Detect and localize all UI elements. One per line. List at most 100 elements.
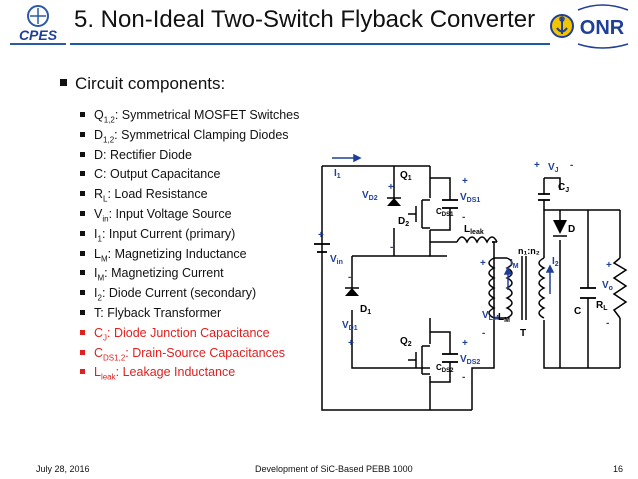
component-description: : Magnetizing Inductance	[107, 246, 247, 261]
component-description: : Drain-Source Capacitances	[125, 345, 286, 360]
component-symbol: C	[94, 345, 104, 360]
label-vd1-minus: -	[348, 272, 351, 283]
component-symbol: L	[94, 365, 101, 380]
component-item: Q1,2: Symmetrical MOSFET Switches	[80, 106, 299, 126]
label-lleak: Lleak	[464, 224, 484, 236]
label-vj-plus: +	[534, 160, 540, 171]
bullet-square-icon	[80, 270, 85, 276]
component-symbol: T	[94, 305, 101, 320]
component-description: : Flyback Transformer	[100, 305, 222, 320]
component-subscript: 1	[97, 234, 102, 244]
component-subscript: DS1,2	[103, 353, 126, 363]
component-item: Vin: Input Voltage Source	[80, 205, 299, 225]
section-heading-text: Circuit components:	[75, 74, 226, 93]
label-vj-minus: -	[570, 160, 573, 171]
label-d: D	[568, 224, 575, 235]
component-subscript: 1,2	[103, 115, 115, 125]
title-divider	[70, 43, 550, 45]
bullet-square-icon	[80, 131, 85, 137]
component-subscript: 2	[97, 293, 102, 303]
component-symbol: V	[94, 206, 103, 221]
label-t: T	[520, 328, 526, 339]
bullet-square-icon	[80, 210, 85, 216]
bullet-square-icon	[80, 349, 85, 355]
label-cds2: CDS2	[436, 363, 454, 374]
label-vo-plus: +	[606, 260, 612, 271]
vin-source	[314, 243, 330, 253]
component-symbol: C	[94, 167, 104, 182]
cds2-capacitor	[442, 353, 458, 363]
label-d1: D1	[360, 304, 371, 316]
label-vlm: VLM	[482, 310, 499, 322]
component-item: RL: Load Resistance	[80, 185, 299, 205]
output-capacitor	[580, 287, 596, 299]
bullet-square-icon	[80, 230, 85, 236]
label-d2: D2	[398, 216, 409, 228]
component-description: : Symmetrical MOSFET Switches	[114, 108, 300, 122]
bullet-square-icon	[80, 191, 85, 197]
label-c: C	[574, 306, 581, 317]
component-item: LM: Magnetizing Inductance	[80, 245, 299, 265]
label-i1: I1	[334, 168, 341, 180]
component-subscript: J	[103, 333, 108, 343]
component-symbol: C	[94, 325, 104, 340]
component-description: : Input Voltage Source	[108, 206, 232, 221]
component-symbol: D	[94, 147, 104, 162]
component-item: D: Rectifier Diode	[80, 146, 299, 166]
label-vlm-plus: +	[480, 258, 486, 269]
load-resistor	[612, 257, 628, 319]
component-item: Lleak: Leakage Inductance	[80, 363, 299, 383]
bullet-square-icon	[80, 171, 85, 177]
bullet-square-icon	[80, 309, 85, 315]
label-im: IM	[510, 258, 519, 270]
bullet-square-icon	[80, 369, 85, 375]
label-ratio: n₁:n₂	[518, 246, 540, 256]
component-subscript: M	[97, 273, 105, 283]
bullet-square-icon	[80, 250, 85, 256]
component-description: : Diode Junction Capacitance	[107, 325, 270, 340]
component-description: : Symmetrical Clamping Diodes	[114, 127, 289, 142]
component-symbol: I	[94, 266, 98, 281]
label-cds1: CDS1	[436, 207, 454, 218]
lm-inductor	[488, 257, 496, 319]
d2-diode	[387, 198, 401, 206]
component-symbol: I	[94, 286, 98, 301]
label-vds2: VDS2	[460, 354, 480, 366]
component-description: : Leakage Inductance	[115, 365, 236, 380]
onr-logo-text: ONR	[580, 17, 625, 39]
label-vlm-minus: -	[482, 328, 485, 339]
label-rl: RL	[596, 300, 608, 312]
component-symbol: Q	[94, 108, 104, 122]
label-vds2-minus: -	[462, 372, 465, 383]
bullet-square-icon	[80, 329, 85, 335]
label-vd2-minus: -	[390, 242, 393, 253]
section-heading: Circuit components:	[60, 74, 225, 94]
component-subscript: M	[100, 254, 108, 264]
component-subscript: leak	[100, 372, 116, 382]
label-i2: I2	[552, 256, 559, 268]
label-vj: VJ	[548, 162, 559, 174]
circuit-diagram: I1 Vin VD2 VD1 VDS1 VDS2 VLM Vo VJ IM I2…	[314, 153, 628, 411]
component-description: : Load Resistance	[107, 187, 208, 202]
component-symbol: R	[94, 187, 104, 202]
label-vo-minus: -	[606, 318, 609, 329]
component-description: : Output Capacitance	[103, 167, 221, 182]
footer-page-number: 16	[613, 464, 624, 474]
cds1-capacitor	[442, 199, 458, 209]
component-description: : Input Current (primary)	[101, 226, 236, 241]
component-item: IM: Magnetizing Current	[80, 264, 299, 284]
flyback-transformer	[505, 256, 546, 320]
component-description: : Rectifier Diode	[103, 147, 192, 162]
label-vin-plus: +	[318, 230, 324, 241]
component-item: T: Flyback Transformer	[80, 304, 299, 324]
bullet-square-icon	[80, 151, 85, 157]
label-q1: Q1	[400, 170, 412, 182]
component-item: I1: Input Current (primary)	[80, 225, 299, 245]
cpes-logo: CPES	[10, 5, 66, 45]
label-vds2-plus: +	[462, 338, 468, 349]
label-cj: CJ	[558, 182, 569, 194]
component-item: D1,2: Symmetrical Clamping Diodes	[80, 126, 299, 146]
component-subscript: L	[103, 194, 108, 204]
component-description: : Diode Current (secondary)	[101, 286, 257, 301]
